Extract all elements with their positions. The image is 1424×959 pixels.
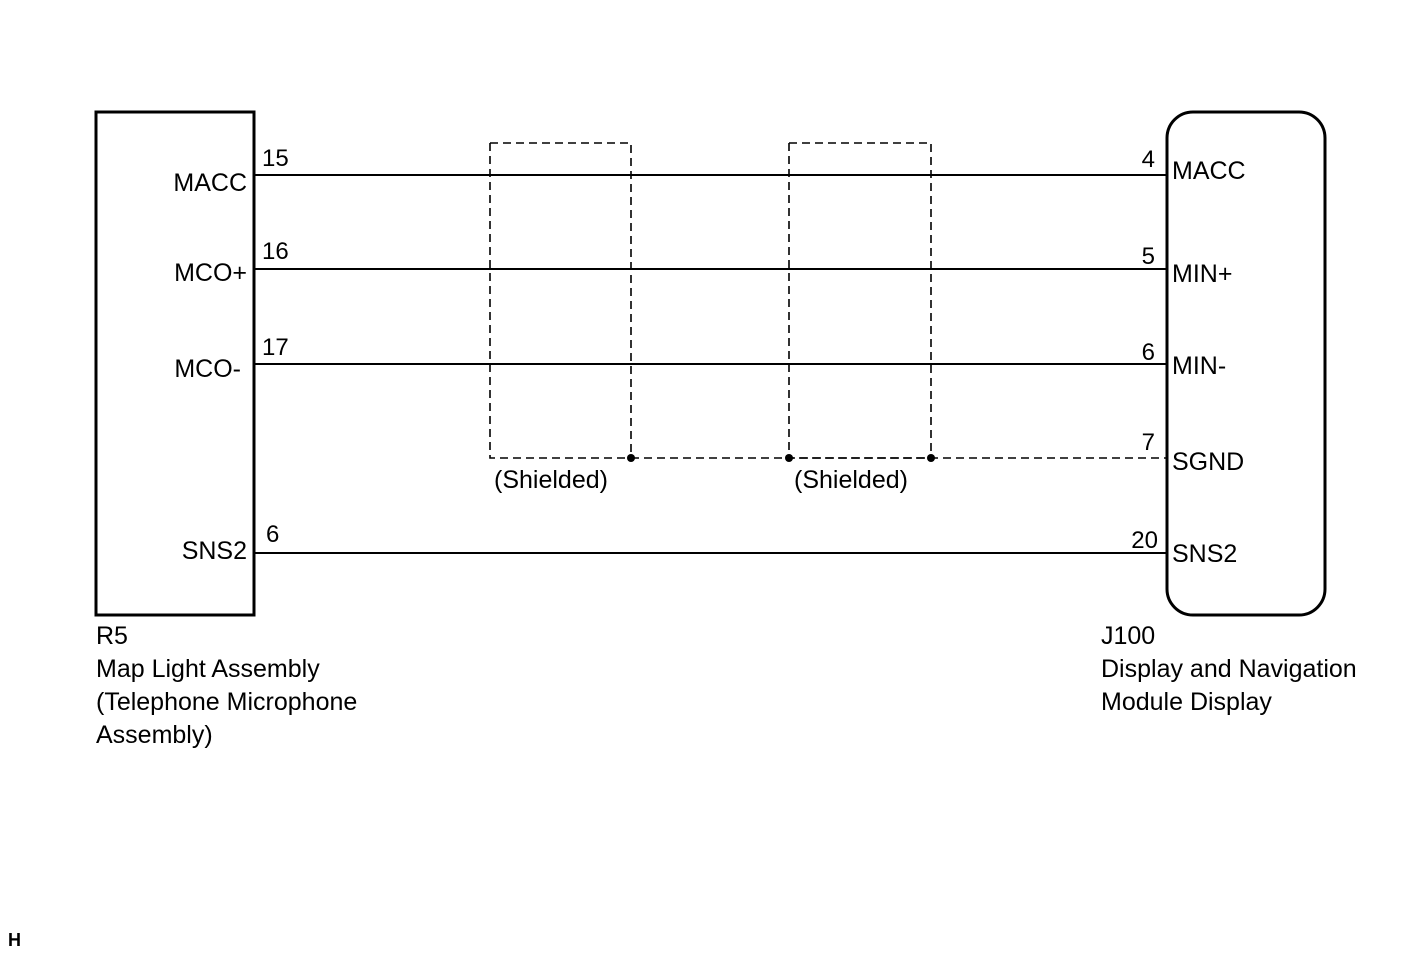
right-pin-label-min-plus: MIN+ (1172, 260, 1232, 288)
right-pin-label-sgnd: SGND (1172, 448, 1244, 476)
shield-label-1: (Shielded) (494, 466, 608, 494)
left-component-name-line: (Telephone Microphone (96, 688, 358, 716)
left-pin-label-mco-plus: MCO+ (174, 259, 247, 287)
right-pin-number-5: 5 (1142, 243, 1155, 270)
right-pin-number-20: 20 (1131, 527, 1158, 554)
shield-box-1 (489, 142, 632, 459)
left-component-id: R5 (96, 622, 128, 650)
left-pin-number-16: 16 (262, 238, 289, 265)
right-pin-number-6: 6 (1142, 339, 1155, 366)
right-pin-label-min-minus: MIN- (1172, 352, 1226, 380)
left-pin-number-15: 15 (262, 145, 289, 172)
left-component-caption: R5 Map Light Assembly (Telephone Microph… (96, 620, 357, 752)
right-pin-label-macc: MACC (1172, 157, 1246, 185)
right-pin-number-7: 7 (1142, 429, 1155, 456)
junction-dot (627, 454, 635, 462)
junction-dot (927, 454, 935, 462)
right-component-caption: J100 Display and Navigation Module Displ… (1101, 620, 1357, 719)
left-pin-label-sns2: SNS2 (182, 537, 247, 565)
right-component-id: J100 (1101, 622, 1156, 650)
right-component-name-line: Display and Navigation (1101, 655, 1357, 683)
right-component-name-line: Module Display (1101, 688, 1272, 716)
junction-dot (785, 454, 793, 462)
shield-label-2: (Shielded) (794, 466, 908, 494)
left-component-name-line: Assembly) (96, 721, 213, 749)
left-pin-number-6: 6 (266, 521, 279, 548)
shield-box-2 (788, 142, 932, 459)
left-pin-label-mco-minus: MCO- (174, 355, 241, 383)
footer-mark: H (8, 930, 21, 950)
right-pin-number-4: 4 (1142, 146, 1155, 173)
left-component-name-line: Map Light Assembly (96, 655, 320, 683)
left-pin-number-17: 17 (262, 334, 289, 361)
right-pin-label-sns2: SNS2 (1172, 540, 1237, 568)
left-pin-label-macc: MACC (173, 169, 247, 197)
